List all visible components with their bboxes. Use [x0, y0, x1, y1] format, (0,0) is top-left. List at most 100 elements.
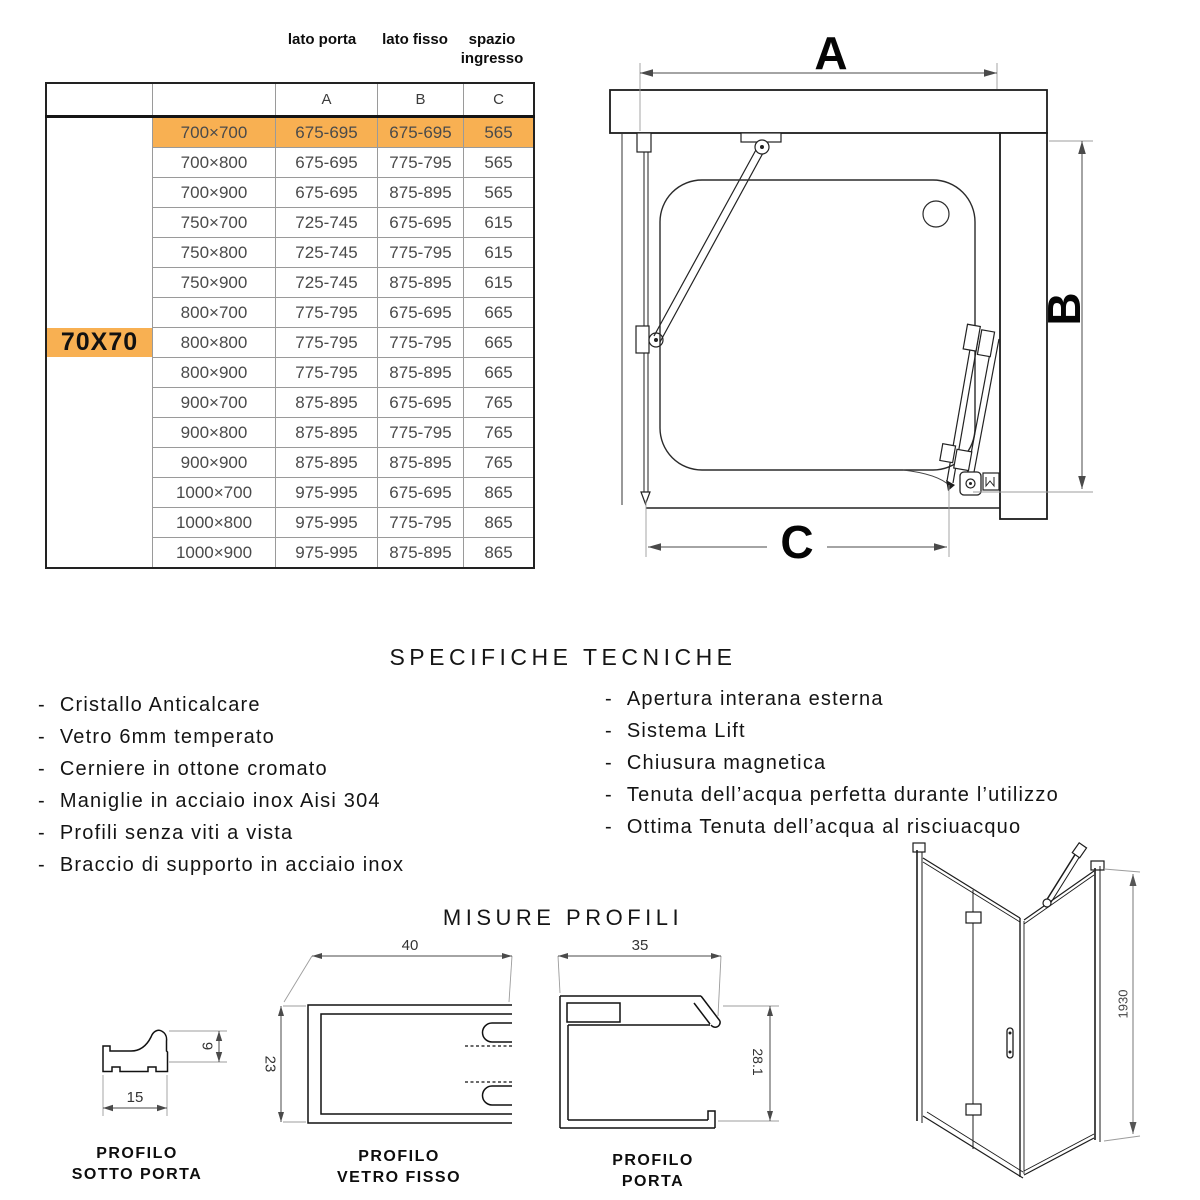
cell-b: 875-895: [377, 267, 464, 298]
cell-a: 975-995: [275, 477, 378, 508]
specs-right: Apertura interana esternaSistema LiftChi…: [605, 688, 1059, 848]
cell-b: 675-695: [377, 387, 464, 418]
door-swing-arc: [902, 469, 951, 487]
cell-a: 975-995: [275, 507, 378, 538]
left-glass-panel: [922, 857, 1024, 1179]
dim-b-label: B: [1038, 292, 1090, 325]
cell-size: 750×900: [152, 267, 276, 298]
cell-b: 775-795: [377, 507, 464, 538]
left-profile: [912, 842, 926, 1123]
caption-porta: PROFILO PORTA: [612, 1152, 694, 1190]
enclosure-3d-drawing: 1930: [912, 841, 1141, 1179]
specs-title: SPECIFICHE TECNICHE: [389, 644, 737, 670]
cell-b: 775-795: [377, 237, 464, 268]
subheader-blank-size: [152, 82, 276, 118]
cell-c: 765: [463, 447, 535, 478]
cell-size: 1000×900: [152, 537, 276, 569]
cell-size: 700×800: [152, 147, 276, 178]
porta-shape: [559, 995, 721, 1129]
cell-b: 875-895: [377, 177, 464, 208]
dimension-width-15: 15: [102, 1075, 168, 1116]
top-view-diagram: A B C: [609, 27, 1093, 568]
sotto-porta-shape: [102, 1029, 169, 1073]
cell-b: 875-895: [377, 537, 464, 569]
cell-b: 675-695: [377, 477, 464, 508]
cell-b: 775-795: [377, 327, 464, 358]
spec-item: Braccio di supporto in acciaio inox: [38, 854, 404, 877]
subheader-a: A: [275, 82, 378, 118]
right-glass-panel: [1023, 870, 1095, 1176]
cell-a: 675-695: [275, 116, 378, 148]
cell-b: 875-895: [377, 447, 464, 478]
cell-a: 675-695: [275, 177, 378, 208]
right-profile: [1090, 860, 1105, 1142]
cell-c: 865: [463, 477, 535, 508]
cell-size: 750×800: [152, 237, 276, 268]
corner-edge: [1019, 918, 1025, 1177]
handle-3d: [1006, 1027, 1014, 1059]
cell-c: 865: [463, 537, 535, 569]
dim-35-label: 35: [632, 937, 649, 954]
cell-c: 665: [463, 357, 535, 388]
cell-b: 775-795: [377, 417, 464, 448]
cell-c: 615: [463, 237, 535, 268]
cell-c: 765: [463, 417, 535, 448]
door-tip: [946, 480, 955, 491]
caption-vetro-fisso: PROFILO VETRO FISSO: [336, 1148, 462, 1186]
spec-item: Ottima Tenuta dell’acqua al risciuacquo: [605, 816, 1059, 839]
door-end-caps: [962, 323, 996, 358]
cell-c: 765: [463, 387, 535, 418]
cell-a: 675-695: [275, 147, 378, 178]
cell-c: 615: [463, 267, 535, 298]
cell-b: 875-895: [377, 357, 464, 388]
spec-item: Chiusura magnetica: [605, 752, 1059, 775]
subheader-blank-group: [45, 82, 153, 118]
cell-b: 675-695: [377, 207, 464, 238]
cell-a: 725-745: [275, 237, 378, 268]
profiles-title: MISURE PROFILI: [442, 905, 684, 930]
dim-23-label: 23: [262, 1056, 279, 1073]
cell-size: 800×900: [152, 357, 276, 388]
cell-size: 900×800: [152, 417, 276, 448]
spec-item: Sistema Lift: [605, 720, 1059, 743]
profile-porta-drawing: 35 28.1: [557, 937, 779, 1129]
column-header-lato-fisso: lato fisso: [382, 31, 448, 48]
cell-a: 875-895: [275, 447, 378, 478]
dim-9-label: 9: [199, 1042, 216, 1050]
dim-c-label: C: [780, 516, 813, 568]
dimension-height-23: 23: [262, 1005, 306, 1123]
cell-size: 1000×800: [152, 507, 276, 538]
support-arm: [635, 132, 782, 354]
dimension-b: B: [973, 140, 1093, 493]
fixed-glass: [636, 132, 652, 506]
dimension-c: C: [645, 485, 950, 568]
cell-size: 700×900: [152, 177, 276, 208]
glass-bottom-tip: [640, 491, 651, 506]
hinge-top: [965, 911, 982, 924]
cell-size: 900×700: [152, 387, 276, 418]
cell-size: 800×700: [152, 297, 276, 328]
cell-c: 865: [463, 507, 535, 538]
glass-top-bracket: [636, 132, 652, 153]
right-wall: [999, 132, 1048, 520]
top-wall: [609, 89, 1048, 134]
spec-item: Profili senza viti a vista: [38, 822, 404, 845]
cell-a: 875-895: [275, 387, 378, 418]
dim-a-label: A: [814, 27, 847, 79]
cell-c: 665: [463, 297, 535, 328]
dim-15-label: 15: [127, 1089, 144, 1106]
dimension-width-40: 40: [283, 937, 513, 1003]
size-group-label: 70X70: [47, 328, 152, 357]
